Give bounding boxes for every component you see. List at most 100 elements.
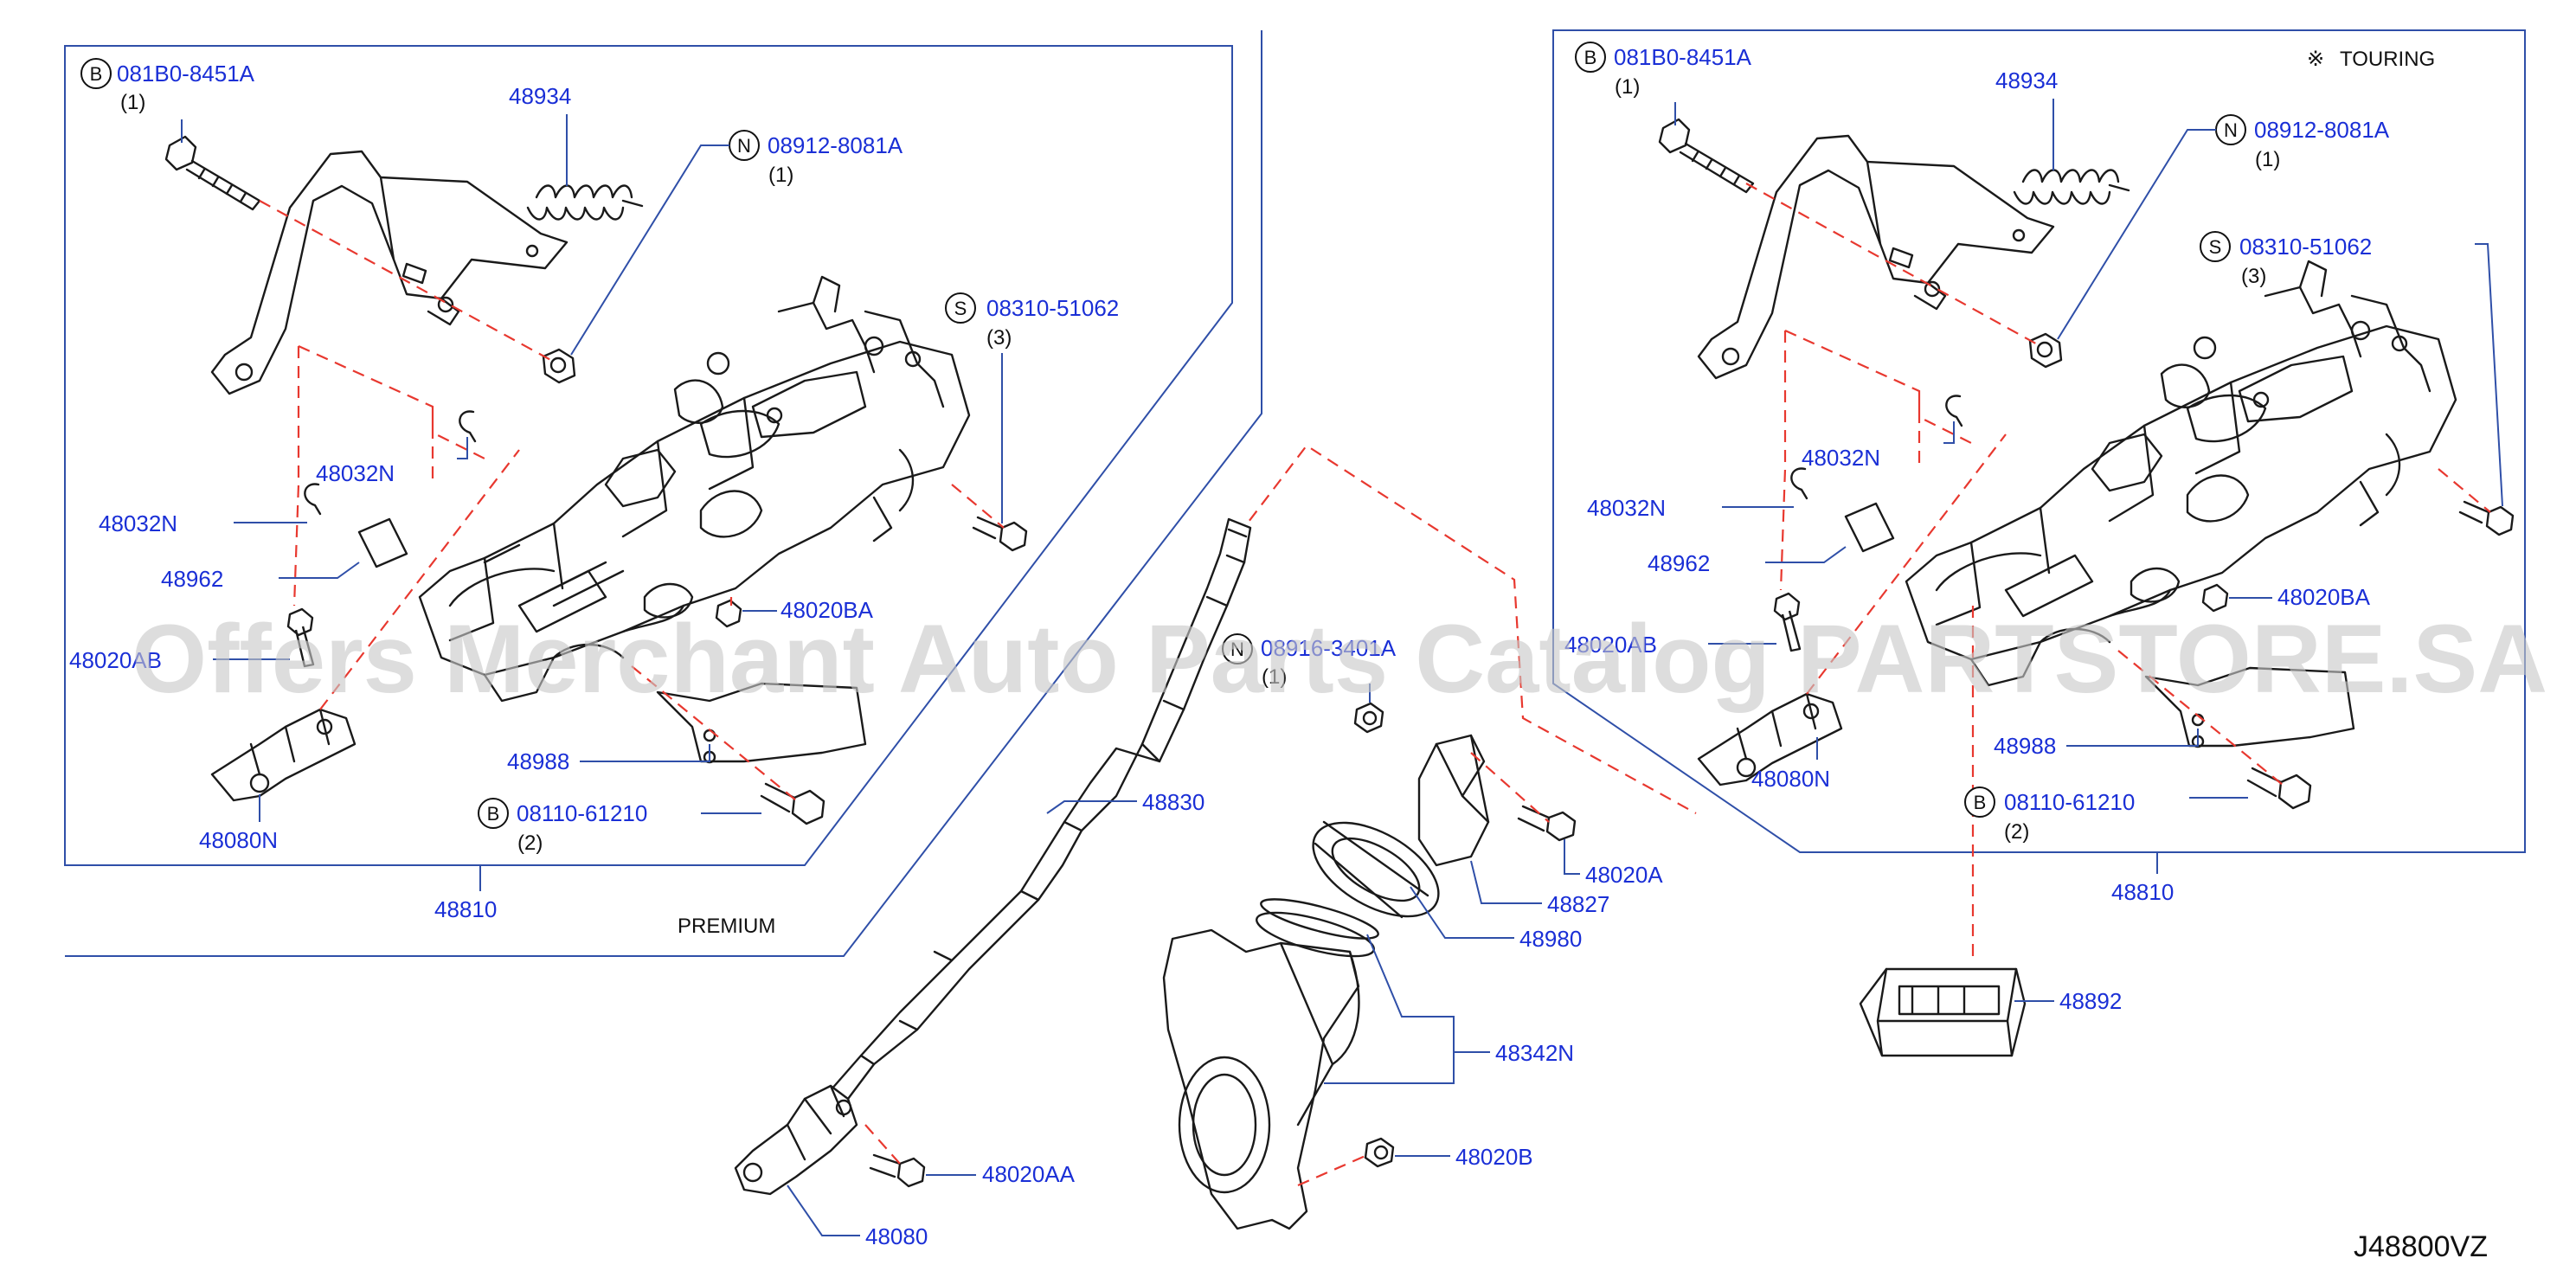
part-number-label[interactable]: 48032N	[1587, 495, 1666, 521]
part-number-label[interactable]: 48032N	[99, 510, 177, 536]
part-number-label[interactable]: 48080N	[1751, 766, 1830, 792]
center-callout-cover: 48342N	[1324, 934, 1574, 1084]
watermark-text: Offers Merchant Auto Parts Catalog PARTS…	[132, 605, 2547, 713]
part-number-label[interactable]: 48342N	[1495, 1040, 1574, 1066]
left-bolt-ab-icon	[286, 607, 315, 668]
right-panel-frame	[1552, 29, 2526, 853]
left-spring-icon	[526, 184, 644, 221]
left-callout-bolt-ab: 48020AB	[69, 647, 290, 673]
center-shaft-icon	[829, 517, 1252, 1101]
circle-letter: B	[1974, 792, 1987, 813]
part-number-label[interactable]: 48020BA	[781, 597, 874, 623]
left-callout-joint: 48080N	[199, 794, 278, 853]
part-number-label[interactable]: 48080	[865, 1223, 928, 1249]
right-callout-assembly: 48810	[2111, 852, 2174, 905]
part-number-label[interactable]: 48962	[161, 566, 223, 592]
left-callout-collar: 48962	[161, 562, 360, 592]
part-number-label[interactable]: 48827	[1547, 891, 1609, 917]
part-number-label[interactable]: 48020AB	[1564, 632, 1657, 658]
left-callout-screw-s: S 08310-51062 (3)	[945, 292, 1119, 523]
part-number-label[interactable]: 48032N	[316, 460, 395, 486]
touring-variant-tag: ※ TOURING	[2307, 48, 2435, 71]
touring-variant-label: TOURING	[2340, 48, 2435, 71]
center-callout-nut-b: 48020B	[1395, 1144, 1533, 1170]
circle-letter: N	[737, 135, 751, 157]
part-number-label[interactable]: 48020B	[1455, 1144, 1533, 1170]
circle-letter: B	[1584, 47, 1597, 68]
right-bolt-b2-icon	[2246, 767, 2312, 810]
left-collar-icon	[357, 517, 408, 568]
part-number-label[interactable]: 48980	[1519, 926, 1582, 952]
left-callout-clip-lower: 48032N	[99, 510, 307, 536]
variant-mark-icon: ※	[2307, 48, 2324, 71]
center-callout-seal: 48980	[1410, 886, 1582, 952]
circle-letter: B	[90, 63, 103, 85]
assembly-number-label[interactable]: 48810	[2111, 879, 2174, 905]
part-number-label[interactable]: 48020AB	[69, 647, 162, 673]
center-cover-icon	[1162, 898, 1379, 1230]
right-callout-nut-n: N 08912-8081A (1)	[2057, 114, 2390, 340]
center-assembly-dash	[1237, 444, 1697, 814]
quantity-label: (1)	[2255, 148, 2280, 171]
part-number-label[interactable]: 48830	[1142, 789, 1204, 815]
part-number-label[interactable]: 48988	[507, 748, 569, 774]
left-column-body-icon	[418, 275, 971, 703]
left-clip-lower-icon	[304, 483, 322, 516]
circle-letter: N	[1230, 639, 1244, 660]
right-bolt-ab-icon	[1773, 592, 1802, 652]
part-number-label[interactable]: 08310-51062	[986, 295, 1119, 321]
part-number-label[interactable]: 48020AA	[982, 1161, 1076, 1187]
right-steering-column-assembly	[1658, 118, 2515, 1057]
right-bolt-b-icon	[1658, 118, 1755, 194]
premium-boundary-line	[65, 30, 1262, 957]
quantity-label: (1)	[120, 91, 145, 114]
part-number-label[interactable]: 081B0-8451A	[117, 61, 255, 87]
part-number-label[interactable]: 08912-8081A	[768, 132, 903, 158]
part-number-label[interactable]: 08110-61210	[2004, 789, 2135, 815]
part-number-label[interactable]: 48892	[2059, 988, 2122, 1014]
part-number-label[interactable]: 08110-61210	[517, 800, 647, 826]
center-bolt-a-icon	[1517, 805, 1577, 842]
center-callout-bolt-a: 48020A	[1564, 839, 1663, 888]
part-number-label[interactable]: 48988	[1994, 733, 2056, 759]
center-callout-shaft: 48830	[1046, 789, 1204, 815]
right-clip-upper-icon	[1945, 395, 1963, 427]
center-nut-n-icon	[1353, 702, 1384, 734]
right-callout-clip-lower: 48032N	[1587, 495, 1794, 521]
part-number-label[interactable]: 08912-8081A	[2254, 117, 2390, 143]
right-callout-nut-ba: 48020BA	[2229, 584, 2371, 610]
circle-letter: B	[487, 803, 500, 825]
left-bolt-b-icon	[164, 135, 261, 211]
part-number-label[interactable]: 48080N	[199, 827, 278, 853]
part-number-label[interactable]: 081B0-8451A	[1614, 44, 1752, 70]
right-joint-icon	[1697, 692, 1843, 786]
drawing-code: J48800VZ	[2354, 1230, 2488, 1263]
part-number-label[interactable]: 48020A	[1585, 862, 1663, 888]
right-mount-bracket-icon	[1697, 134, 2055, 380]
left-panel-frame	[64, 45, 1233, 866]
right-callout-joint: 48080N	[1751, 737, 1830, 792]
part-number-label[interactable]: 48032N	[1802, 445, 1880, 471]
left-steering-column-assembly	[164, 135, 1028, 825]
center-nut-b-icon	[1364, 1137, 1395, 1168]
right-callout-spring: 48934	[1995, 67, 2058, 170]
part-number-label[interactable]: 48962	[1648, 550, 1710, 576]
right-nut-n-icon	[2028, 332, 2063, 369]
circle-letter: S	[2209, 236, 2222, 258]
premium-variant-label: PREMIUM	[678, 915, 775, 938]
part-number-label[interactable]: 08310-51062	[2239, 234, 2372, 260]
quantity-label: (2)	[517, 831, 543, 855]
right-screw-s-icon	[2458, 500, 2515, 536]
part-number-label[interactable]: 48020BA	[2277, 584, 2371, 610]
assembly-number-label[interactable]: 48810	[434, 896, 497, 922]
left-mount-bracket-icon	[210, 150, 569, 395]
right-callout-clip-upper: 48032N	[1802, 421, 1955, 471]
left-callout-nut-ba: 48020BA	[742, 597, 874, 623]
right-callout-module: 48892	[2014, 988, 2122, 1014]
part-number-label[interactable]: 48934	[1995, 67, 2058, 93]
part-number-label[interactable]: 08916-3401A	[1261, 635, 1397, 661]
part-number-label[interactable]: 48934	[509, 83, 571, 109]
right-module-icon	[1859, 967, 2027, 1057]
